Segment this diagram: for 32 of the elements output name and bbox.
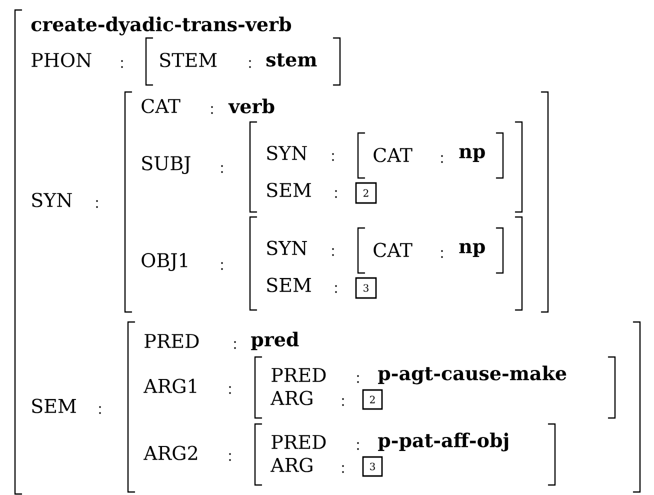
feature-name: SUBJ [142,156,190,174]
feature-value: np [459,242,485,258]
feature-value: verb [228,98,274,114]
feature-name: ARG [270,458,312,472]
feature-name: PRED [144,334,199,348]
feature-name: ARG [270,390,312,406]
feature-name: PHON [32,52,92,68]
feature-name: ARG1 [144,378,196,394]
feature-value: stem [266,53,317,67]
feature-name: SEM [267,278,311,292]
feature-name: CAT [374,148,412,162]
feature-name: SEM [267,182,311,198]
feature-value: np [459,148,485,162]
tag-box: 3 [362,456,383,477]
feature-value: pred [251,332,299,350]
feature-name: PRED [272,368,326,382]
feature-name: SYN [32,192,72,208]
tag-box: 2 [362,389,383,410]
tag-box: 3 [355,277,377,299]
feature-name: SYN [267,146,307,160]
feature-name: SYN [267,240,307,256]
feature-name: ARG2 [144,446,198,460]
feature-name: CAT [374,242,412,258]
tag-box: 2 [355,182,377,204]
feature-name: STEM [160,52,217,68]
feature-name: SEM [32,398,76,414]
feature-name: OBJ1 [142,252,188,272]
feature-value: p-agt-cause-make [378,366,566,384]
feature-name: CAT [142,98,180,114]
feature-name: PRED [272,435,326,449]
type-label: create-dyadic-trans-verb [31,16,292,36]
feature-value: p-pat-aff-obj [378,432,508,452]
